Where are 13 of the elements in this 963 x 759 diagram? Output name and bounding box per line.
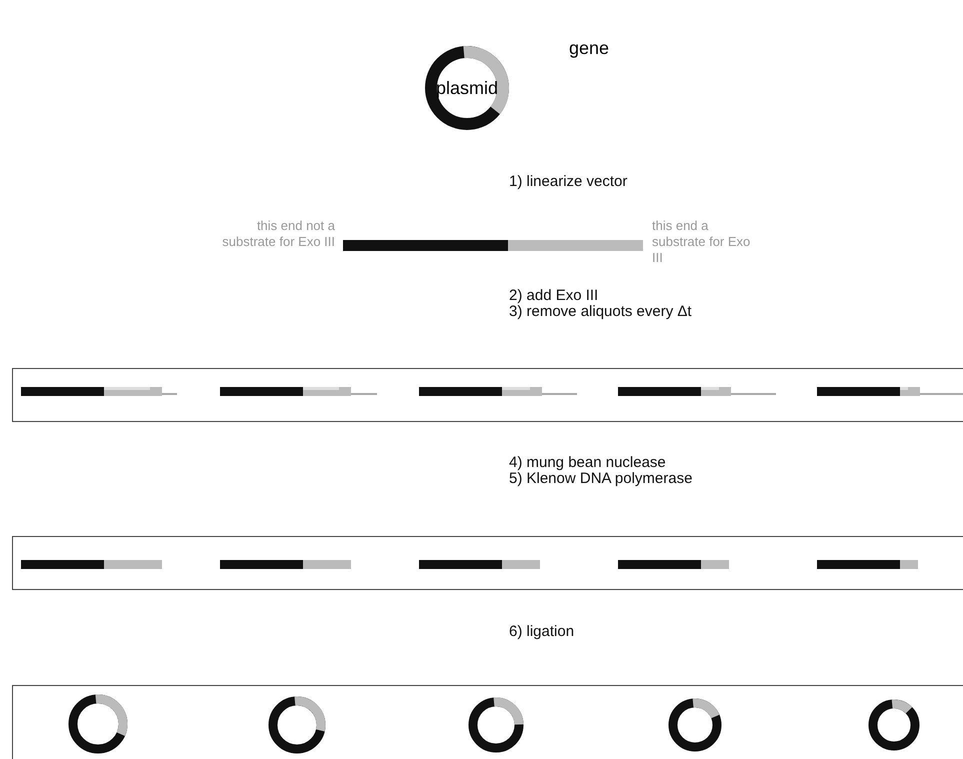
step-label: 4) mung bean nuclease <box>509 455 666 471</box>
gene-label: gene <box>569 38 610 59</box>
step-label: 3) remove aliquots every Δt <box>509 304 692 320</box>
step-label: 1) linearize vector <box>509 174 628 190</box>
sample-panel <box>12 685 963 759</box>
plasmid-label: plasmid <box>434 78 500 99</box>
step-label: 6) ligation <box>509 624 574 640</box>
step-label: 5) Klenow DNA polymerase <box>509 471 692 487</box>
step-label: 2) add Exo III <box>509 288 598 304</box>
end-note: this end not a substrate for Exo III <box>221 218 335 250</box>
sample-panel <box>12 368 963 422</box>
sample-panel <box>12 536 963 590</box>
end-note: this end a substrate for Exo III <box>652 218 752 266</box>
